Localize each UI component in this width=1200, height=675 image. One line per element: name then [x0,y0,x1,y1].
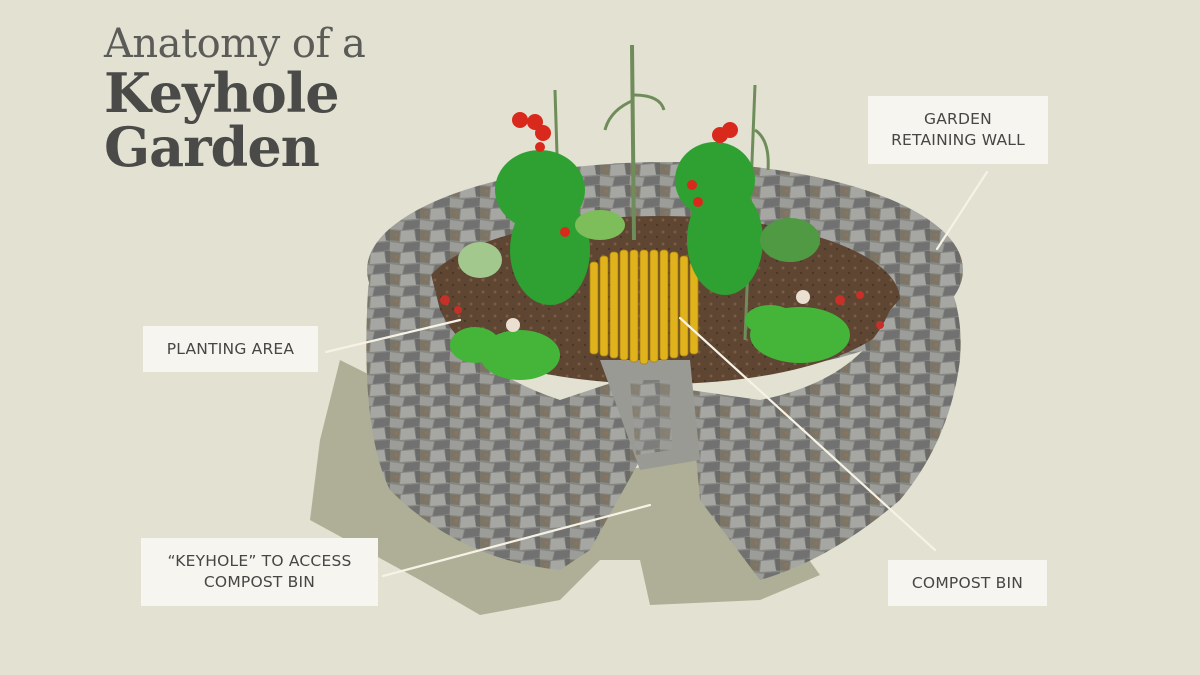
label-text-line-2: COMPOST BIN [203,573,316,591]
label-keyhole-access: “KEYHOLE” TO ACCESS COMPOST BIN [141,538,378,606]
plants [440,44,884,380]
label-planting-area: PLANTING AREA [143,326,318,372]
label-compost-bin: COMPOST BIN [888,560,1047,606]
retaining-wall-left [366,230,640,570]
leader-planting-area [324,318,462,354]
label-text-line-1: PLANTING AREA [166,339,295,358]
retaining-wall-right [690,260,961,580]
label-text-line-2: RETAINING WALL [891,131,1025,149]
label-text-line-1: GARDEN [924,110,992,129]
compost-bin [589,249,699,365]
leader-compost-bin [678,316,937,552]
leader-retaining-wall [935,170,989,251]
leader-keyhole [381,503,652,578]
title-line-3: Garden [104,115,320,179]
page-title: Anatomy of a Keyhole Garden [104,21,366,179]
label-text-line-1: COMPOST BIN [911,573,1024,592]
title-line-1: Anatomy of a [104,21,366,67]
leader-lines [324,170,989,578]
title-line-2: Keyhole [104,61,340,125]
label-text-line-1: “KEYHOLE” TO ACCESS [167,552,352,571]
label-garden-retaining-wall: GARDEN RETAINING WALL [868,96,1048,164]
